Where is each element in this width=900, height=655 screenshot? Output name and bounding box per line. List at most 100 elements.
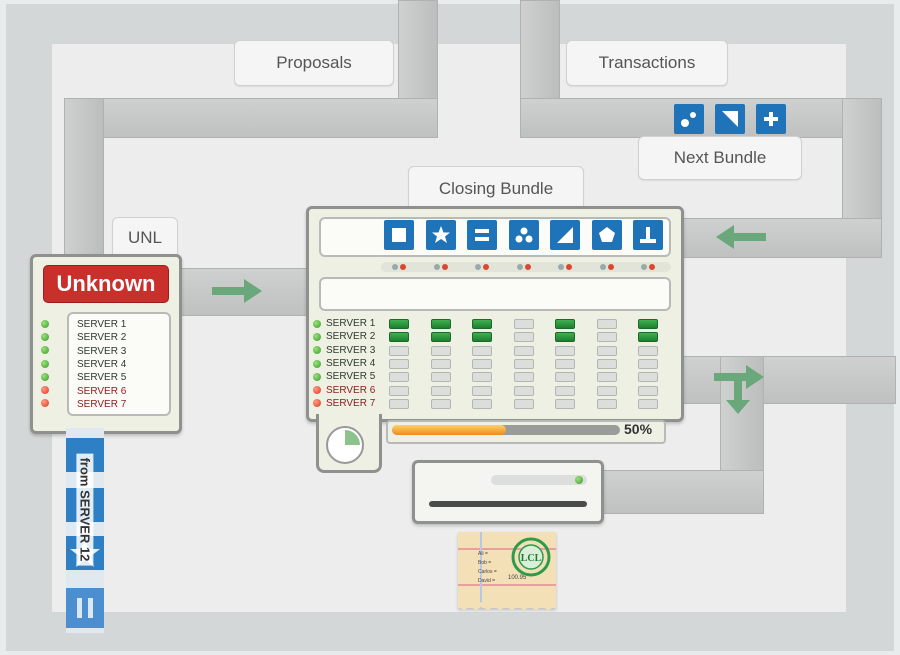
unl-label: UNL	[112, 217, 178, 259]
receipt-stripe	[458, 584, 556, 586]
unl-led-column	[41, 317, 55, 410]
receipt-stripe	[458, 548, 556, 550]
vote-cell	[638, 372, 658, 383]
triangle-icon[interactable]	[550, 220, 580, 250]
anchor-icon[interactable]	[633, 220, 663, 250]
vote-cell	[513, 358, 534, 369]
vote-cell	[430, 319, 451, 329]
vote-cell	[513, 372, 534, 383]
vote-cell	[513, 332, 534, 343]
closing-bundle-panel: SERVER 1 SERVER 2 SERVER 3 SERVER 4 SERV…	[306, 206, 684, 422]
unl-panel: Unknown SERVER 1 SERVER 2 SERVER 3 SERVE…	[30, 254, 182, 434]
two-dots-icon[interactable]	[674, 104, 704, 134]
svg-text:LCL: LCL	[521, 553, 542, 564]
vote-cell	[596, 385, 617, 396]
status-led	[313, 399, 321, 408]
vote-cell	[389, 358, 409, 369]
pentagon-icon[interactable]	[591, 220, 622, 250]
status-led	[41, 359, 49, 368]
list-item: SERVER 3	[77, 345, 127, 357]
vote-cell	[389, 319, 409, 329]
list-item: SERVER 5	[77, 372, 127, 384]
receipt-line: Ali =	[478, 551, 488, 557]
transactions-label: Transactions	[566, 40, 728, 86]
ledger-indicator-track	[491, 475, 587, 485]
three-dots-icon[interactable]	[508, 220, 539, 250]
plus-icon[interactable]	[756, 104, 786, 134]
ledger-output-box	[412, 460, 604, 524]
ledger-receipt: Ali = Bob = Carlos = David = 100.95 LCL	[458, 532, 556, 610]
table-row-label: SERVER 1	[326, 318, 376, 330]
tape-label: from SERVER 12	[76, 453, 94, 565]
star-icon[interactable]	[425, 220, 456, 250]
list-item: SERVER 7	[77, 398, 127, 410]
vote-cell	[430, 398, 451, 409]
pause-icon	[77, 598, 93, 618]
dot-pair	[558, 264, 572, 270]
equals-icon[interactable]	[467, 220, 497, 250]
table-row-label: SERVER 2	[326, 331, 376, 343]
dot-pair	[392, 264, 406, 270]
list-item: SERVER 6	[77, 385, 127, 397]
vote-grid: SERVER 1 SERVER 2 SERVER 3 SERVER 4 SERV…	[313, 317, 673, 413]
receipt-torn-edge	[458, 602, 556, 610]
progress-track	[392, 425, 620, 435]
vote-cell	[430, 358, 451, 369]
vote-cell	[596, 345, 617, 356]
dot-pair	[475, 264, 489, 270]
vote-cell	[472, 345, 492, 356]
vote-cell	[430, 345, 451, 356]
receipt-line: Bob =	[478, 560, 492, 566]
table-row-label: SERVER 3	[326, 344, 376, 356]
progress-label: 50%	[624, 421, 653, 437]
vote-cell	[555, 372, 575, 383]
vote-cell	[555, 385, 575, 396]
triangle-icon[interactable]	[715, 104, 745, 134]
vote-cell	[389, 372, 409, 383]
status-led	[313, 319, 321, 328]
vote-cell	[472, 332, 492, 343]
status-led	[41, 372, 49, 381]
unl-status-badge: Unknown	[43, 265, 169, 303]
status-led	[41, 332, 49, 341]
vote-cell	[638, 345, 658, 356]
dot-pair	[433, 264, 448, 270]
progress-fill	[392, 425, 506, 435]
status-led	[313, 332, 321, 341]
pause-card	[66, 588, 104, 628]
incoming-tape: from SERVER 12	[64, 428, 106, 633]
vote-cell	[555, 398, 575, 409]
arrow-left-icon	[716, 225, 766, 249]
status-led	[41, 386, 49, 395]
list-item: SERVER 1	[77, 319, 127, 331]
status-led	[313, 346, 321, 355]
vote-cell	[596, 319, 617, 329]
arrow-right-icon	[212, 279, 262, 303]
vote-cell	[389, 385, 409, 396]
vote-cell	[472, 319, 492, 329]
status-led	[41, 399, 49, 408]
timer-icon	[326, 426, 364, 464]
dot-pair	[516, 264, 531, 270]
ledger-status-led	[575, 476, 583, 484]
next-bundle-label: Next Bundle	[638, 136, 802, 180]
receipt-lines: Ali = Bob = Carlos = David =	[478, 550, 497, 586]
unl-server-list: SERVER 1 SERVER 2 SERVER 3 SERVER 4 SERV…	[67, 312, 171, 416]
receipt-stripe	[480, 532, 482, 608]
status-led	[313, 372, 321, 381]
square-icon[interactable]	[384, 220, 414, 250]
output-pipe-right	[678, 356, 896, 404]
status-led	[41, 346, 49, 355]
list-item: SERVER 4	[77, 359, 127, 371]
ledger-slot	[429, 501, 587, 507]
vote-cell	[596, 358, 617, 369]
status-led	[41, 319, 49, 328]
receipt-line: Carlos =	[478, 569, 497, 575]
table-row-label: SERVER 4	[326, 358, 376, 370]
vote-cell	[430, 385, 451, 396]
vote-cell	[389, 332, 409, 343]
vote-cell	[555, 332, 575, 343]
proposals-pipe-horizontal	[64, 98, 438, 138]
vote-cell	[430, 332, 451, 343]
vote-cell	[389, 398, 409, 409]
